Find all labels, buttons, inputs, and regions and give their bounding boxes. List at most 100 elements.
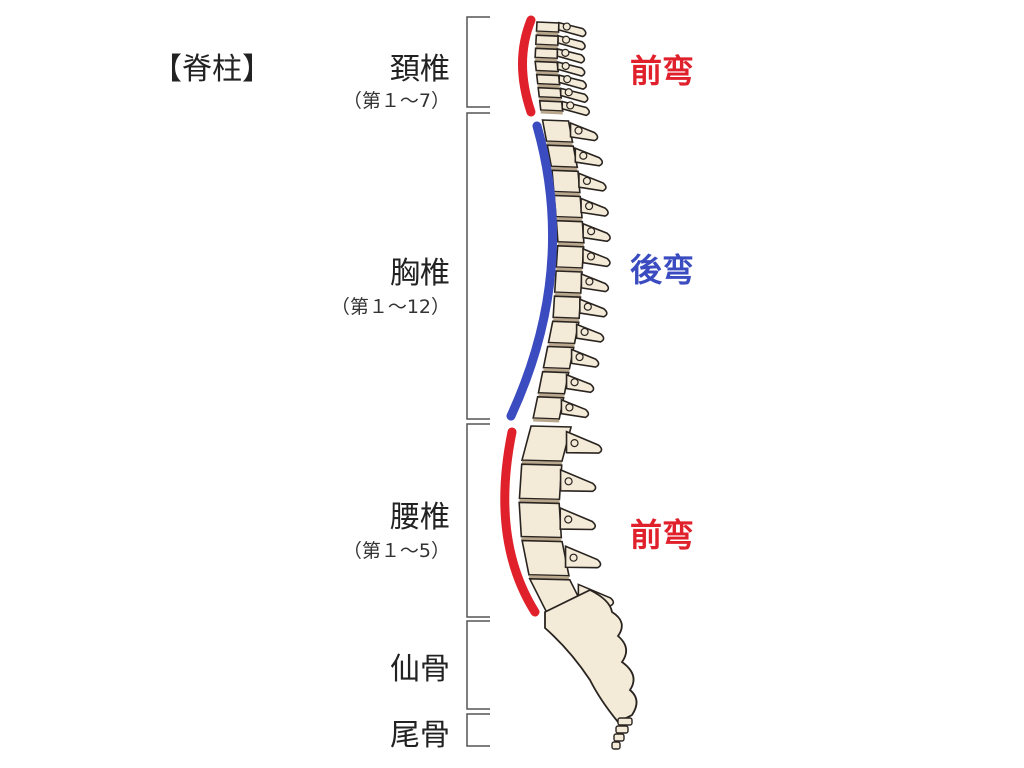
vertebral-body [534,34,560,47]
vertebral-body [552,295,582,320]
intervertebral-disc [536,31,559,36]
facet-joint [564,515,573,524]
curvature-lines [500,15,558,617]
facet-joint [574,126,583,135]
vertebral-body [541,119,574,144]
facet-joint [575,352,584,362]
intervertebral-disc [557,242,584,247]
coccyx-segment [613,733,625,742]
bracket-coccyx [466,713,490,747]
intervertebral-disc [554,292,581,297]
vertebral-body [535,73,561,86]
vertebral-body [521,539,570,577]
spinous-process [574,147,604,167]
spinous-process [556,61,586,77]
intervertebral-disc [521,537,562,542]
facet-joint [584,201,594,211]
intervertebral-disc [540,110,563,115]
spine [518,21,638,750]
spinous-process [564,545,602,569]
label-cervical: 頚椎 [390,52,450,87]
vertebral-body [535,21,560,33]
label-lumbar-lordosis: 前弯 [630,516,695,554]
facet-joint [563,75,572,84]
intervertebral-disc [546,141,573,146]
facet-joint [579,151,588,160]
spinous-process [561,100,591,117]
vertebral-body [553,270,583,294]
spinous-process [569,121,599,142]
spinous-process [557,21,587,38]
facet-joint [565,403,574,412]
spinous-process [556,47,586,64]
bracket-sacrum [466,620,490,710]
vertebral-body [546,144,579,169]
spinous-process [557,34,586,51]
facet-joint [570,378,579,387]
vertebral-body [538,100,564,112]
intervertebral-disc [553,317,580,322]
intervertebral-disc [553,192,580,196]
label-lumbar: 腰椎 [390,500,450,535]
label-thoracic: 胸椎 [390,256,450,291]
intervertebral-disc [519,498,560,503]
vertebral-body [537,370,570,395]
spinous-process [582,222,611,243]
cervical-lordosis-line [518,15,536,117]
facet-joint [570,439,579,448]
spinous-process [575,323,605,343]
facet-joint [582,176,592,186]
facet-joint [587,227,596,236]
facet-joint [585,277,594,286]
vertebral-body [518,501,563,539]
vertebral-body [534,60,560,73]
spinous-process [565,373,595,394]
facet-joint [561,61,570,71]
bracket-thoracic [466,112,490,420]
facet-joint [562,22,571,31]
intervertebral-disc [548,343,575,347]
diagram-title: 【脊柱】 [152,52,272,87]
spinous-process [580,197,609,217]
lumbar-lordosis-line [500,427,540,617]
label-cervical-lordosis: 前弯 [630,52,695,90]
vertebral-body [520,425,573,463]
vertebral-body [553,194,583,219]
spinous-process [582,247,611,268]
vertebral-body [555,219,585,244]
vertebral-body [518,463,563,501]
spinous-process [558,74,587,90]
vertebral-body [542,345,575,370]
vertebral-body [555,245,585,269]
vertebral-body [537,86,563,99]
spinous-process [570,348,600,368]
coccyx-segment [615,725,629,734]
label-thoracic-range: （第１～12） [330,296,450,318]
coccyx-segment [611,741,621,750]
vertebral-body [547,320,580,345]
intervertebral-disc [551,166,578,171]
facet-joint [586,252,596,261]
vertebral-body [551,169,581,194]
intervertebral-disc [535,57,558,62]
spinous-process [580,272,610,293]
intervertebral-disc [533,418,560,423]
intervertebral-disc [536,71,559,76]
vertebral-body [532,396,565,420]
intervertebral-disc [539,97,562,102]
intervertebral-disc [538,393,565,398]
intervertebral-disc [528,575,569,580]
intervertebral-disc [543,368,570,373]
sacrum [544,588,638,724]
facet-joint [583,302,592,311]
intervertebral-disc [556,267,583,272]
label-cervical-range: （第１～7） [342,90,450,112]
facet-joint [569,553,578,562]
facet-joint [580,327,589,337]
spinous-process [560,398,590,419]
facet-joint [561,48,570,57]
spinous-process [559,468,597,493]
coccyx-segment [617,717,633,726]
bracket-lumbar [466,423,490,618]
